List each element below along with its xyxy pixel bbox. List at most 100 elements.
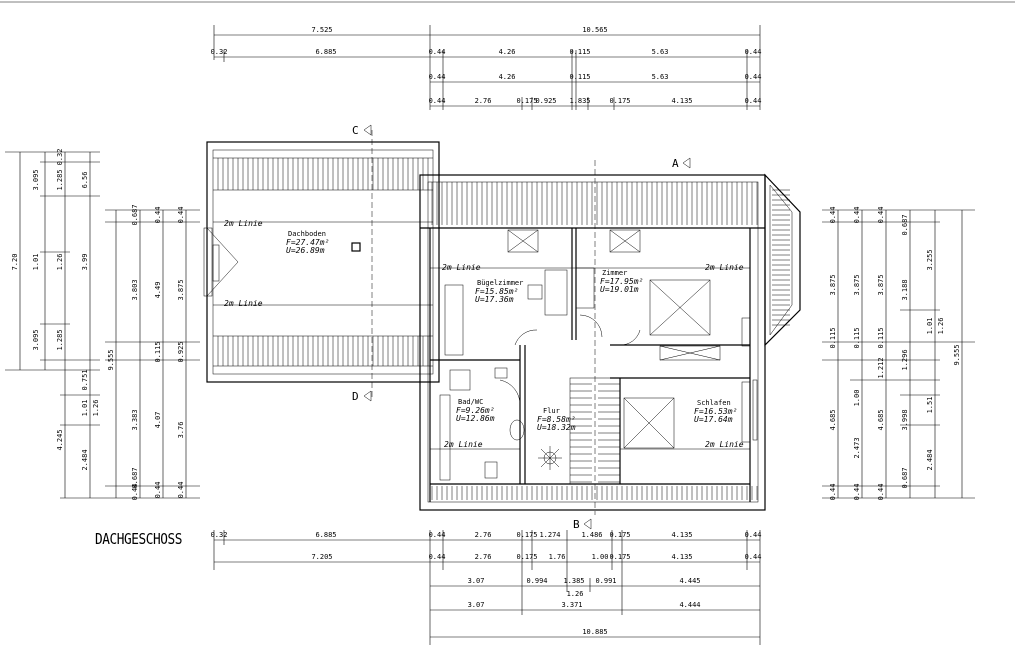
dim-bot-1-2: 0.44: [429, 531, 446, 539]
dim-bot-1-9: 0.44: [745, 531, 762, 539]
dim-right-c3-5: 0.44: [877, 484, 885, 501]
dim-right-c4-1: 3.188: [901, 279, 909, 300]
dim-right-c3-2: 0.115: [877, 327, 885, 348]
dim-left-c6-0: 0.687: [131, 204, 139, 225]
dim-top-4-3: 0.925: [535, 97, 556, 105]
line-label-3: 2m Linie: [442, 263, 481, 272]
dim-bot-1-3: 2.76: [475, 531, 492, 539]
dim-left-c9-1: 0.44: [154, 207, 162, 224]
room-perimeter: U=26.89m: [286, 246, 325, 255]
dim-left-c9-2: 0.44: [177, 207, 185, 224]
section-marker-c: C: [352, 124, 372, 137]
roof-windows: [507, 229, 721, 449]
room-perimeter: U=19.01m: [600, 285, 639, 294]
dim-left-c7-2: 4.07: [154, 412, 162, 429]
dim-right-c2-0: 0.44: [853, 207, 861, 224]
room-dachboden: Dachboden F=27.47m² U=26.89m: [286, 230, 329, 255]
dim-top-2-5: 5.63: [652, 48, 669, 56]
room-area: F=16.53m²: [694, 407, 737, 416]
dim-top-2-3: 4.26: [499, 48, 516, 56]
room-area: F=15.85m²: [475, 287, 518, 296]
dim-bot-2-1: 0.44: [429, 553, 446, 561]
room-perimeter: U=18.32m: [537, 423, 576, 432]
dim-right-c3-0: 0.44: [877, 207, 885, 224]
dim-right-c4-0: 0.687: [901, 214, 909, 235]
building-outline: [203, 130, 801, 515]
dim-bot-3-0: 3.07: [468, 577, 485, 585]
dim-top-1-b: 10.565: [582, 26, 607, 34]
room-name: Dachboden: [288, 230, 326, 238]
dim-right-c3-4: 4.685: [877, 409, 885, 430]
line-label-2: 2m Linie: [224, 299, 263, 308]
dim-bot-2-2: 2.76: [475, 553, 492, 561]
dim-right-c2-1: 3.875: [853, 274, 861, 295]
room-name: Zimmer: [602, 269, 627, 277]
dim-left-c6-1: 3.803: [131, 279, 139, 300]
dim-bot-1-1: 6.885: [315, 531, 336, 539]
dim-bot-2-4: 1.76: [549, 553, 566, 561]
svg-text:B: B: [573, 518, 580, 531]
dim-top-2-4: 0.115: [569, 48, 590, 56]
section-marker-b: B: [573, 518, 592, 531]
dim-top-4-7: 0.44: [745, 97, 762, 105]
dim-left-c2-3: 0.32: [56, 149, 64, 166]
dim-left-c8-1: 0.925: [177, 341, 185, 362]
dim-left-c1-1: 4.245: [56, 429, 64, 450]
dim-right-c2-3: 1.00: [853, 390, 861, 407]
dim-top-3-0: 0.44: [429, 73, 446, 81]
room-perimeter: U=17.64m: [694, 415, 733, 424]
dim-right-c4-2: 1.296: [901, 349, 909, 370]
dim-left-c8-3: 0.44: [177, 482, 185, 499]
room-area: F=17.95m²: [600, 277, 643, 286]
room-area: F=27.47m²: [286, 238, 329, 247]
dim-bot-2-6: 0.175: [609, 553, 630, 561]
dim-left-c10-3: 2.484: [81, 449, 89, 470]
dim-right-c3-3: 1.212: [877, 357, 885, 378]
door-swings: [499, 314, 641, 406]
dim-bot-5-0: 10.885: [582, 628, 607, 636]
line-label-6: 2m Linie: [705, 440, 744, 449]
dim-bot-3b-0: 1.26: [567, 590, 584, 598]
dim-left-c3-0: 1.285: [56, 169, 64, 190]
chimney-icon: [351, 242, 361, 252]
dim-right-c5-2: 1.26: [937, 318, 945, 335]
room-perimeter: U=12.86m: [456, 414, 495, 423]
room-perimeter: U=17.36m: [475, 295, 514, 304]
dim-right-c2-5: 0.44: [853, 484, 861, 501]
dim-top-4-2: 0.175: [516, 97, 537, 105]
dim-top-4-0: 0.44: [429, 97, 446, 105]
room-name: Flur: [543, 407, 560, 415]
dim-top-4-4: 1.835: [569, 97, 590, 105]
dim-top-3-2: 0.115: [569, 73, 590, 81]
furniture: [439, 267, 758, 481]
room-area: F=8.58m²: [537, 415, 576, 424]
room-name: Bad/WC: [458, 398, 483, 406]
right-dimension-chains: 0.44 3.875 0.115 4.685 0.44 0.44 3.875 0…: [822, 207, 975, 501]
compass-icon: [538, 446, 562, 470]
dim-right-c1-0: 0.44: [829, 207, 837, 224]
dim-bot-3-4: 4.445: [679, 577, 700, 585]
dim-top-2-2: 0.44: [429, 48, 446, 56]
dim-right-c6-0: 9.555: [953, 344, 961, 365]
dim-top-2-6: 0.44: [745, 48, 762, 56]
dim-bot-1-6: 1.486: [581, 531, 602, 539]
dim-left-c7-3: 0.44: [154, 482, 162, 499]
dim-bot-1-7: 0.175: [609, 531, 630, 539]
dim-left-c10-0: 0.751: [81, 369, 89, 390]
dim-left-c2-0: 3.095: [32, 169, 40, 190]
room-buegelzimmer: Bügelzimmer F=15.85m² U=17.36m: [475, 279, 523, 304]
dim-bot-2-5: 1.00: [592, 553, 609, 561]
dim-right-c3-1: 3.875: [877, 274, 885, 295]
dim-bot-4-1: 3.371: [561, 601, 582, 609]
dim-top-3-1: 4.26: [499, 73, 516, 81]
dim-right-c4-4: 0.687: [901, 467, 909, 488]
dim-bot-2-3: 0.175: [516, 553, 537, 561]
left-dimension-chains: 7.20 4.245 3.095 1.01 3.095 0.32 1.285 1…: [5, 149, 200, 500]
dim-right-c1-1: 3.875: [829, 274, 837, 295]
room-name: Bügelzimmer: [477, 279, 523, 287]
section-marker-a: A: [672, 157, 691, 170]
dim-left-c1-0: 7.20: [11, 254, 19, 271]
dim-right-c5-1: 1.01: [926, 318, 934, 335]
svg-text:C: C: [352, 124, 359, 137]
